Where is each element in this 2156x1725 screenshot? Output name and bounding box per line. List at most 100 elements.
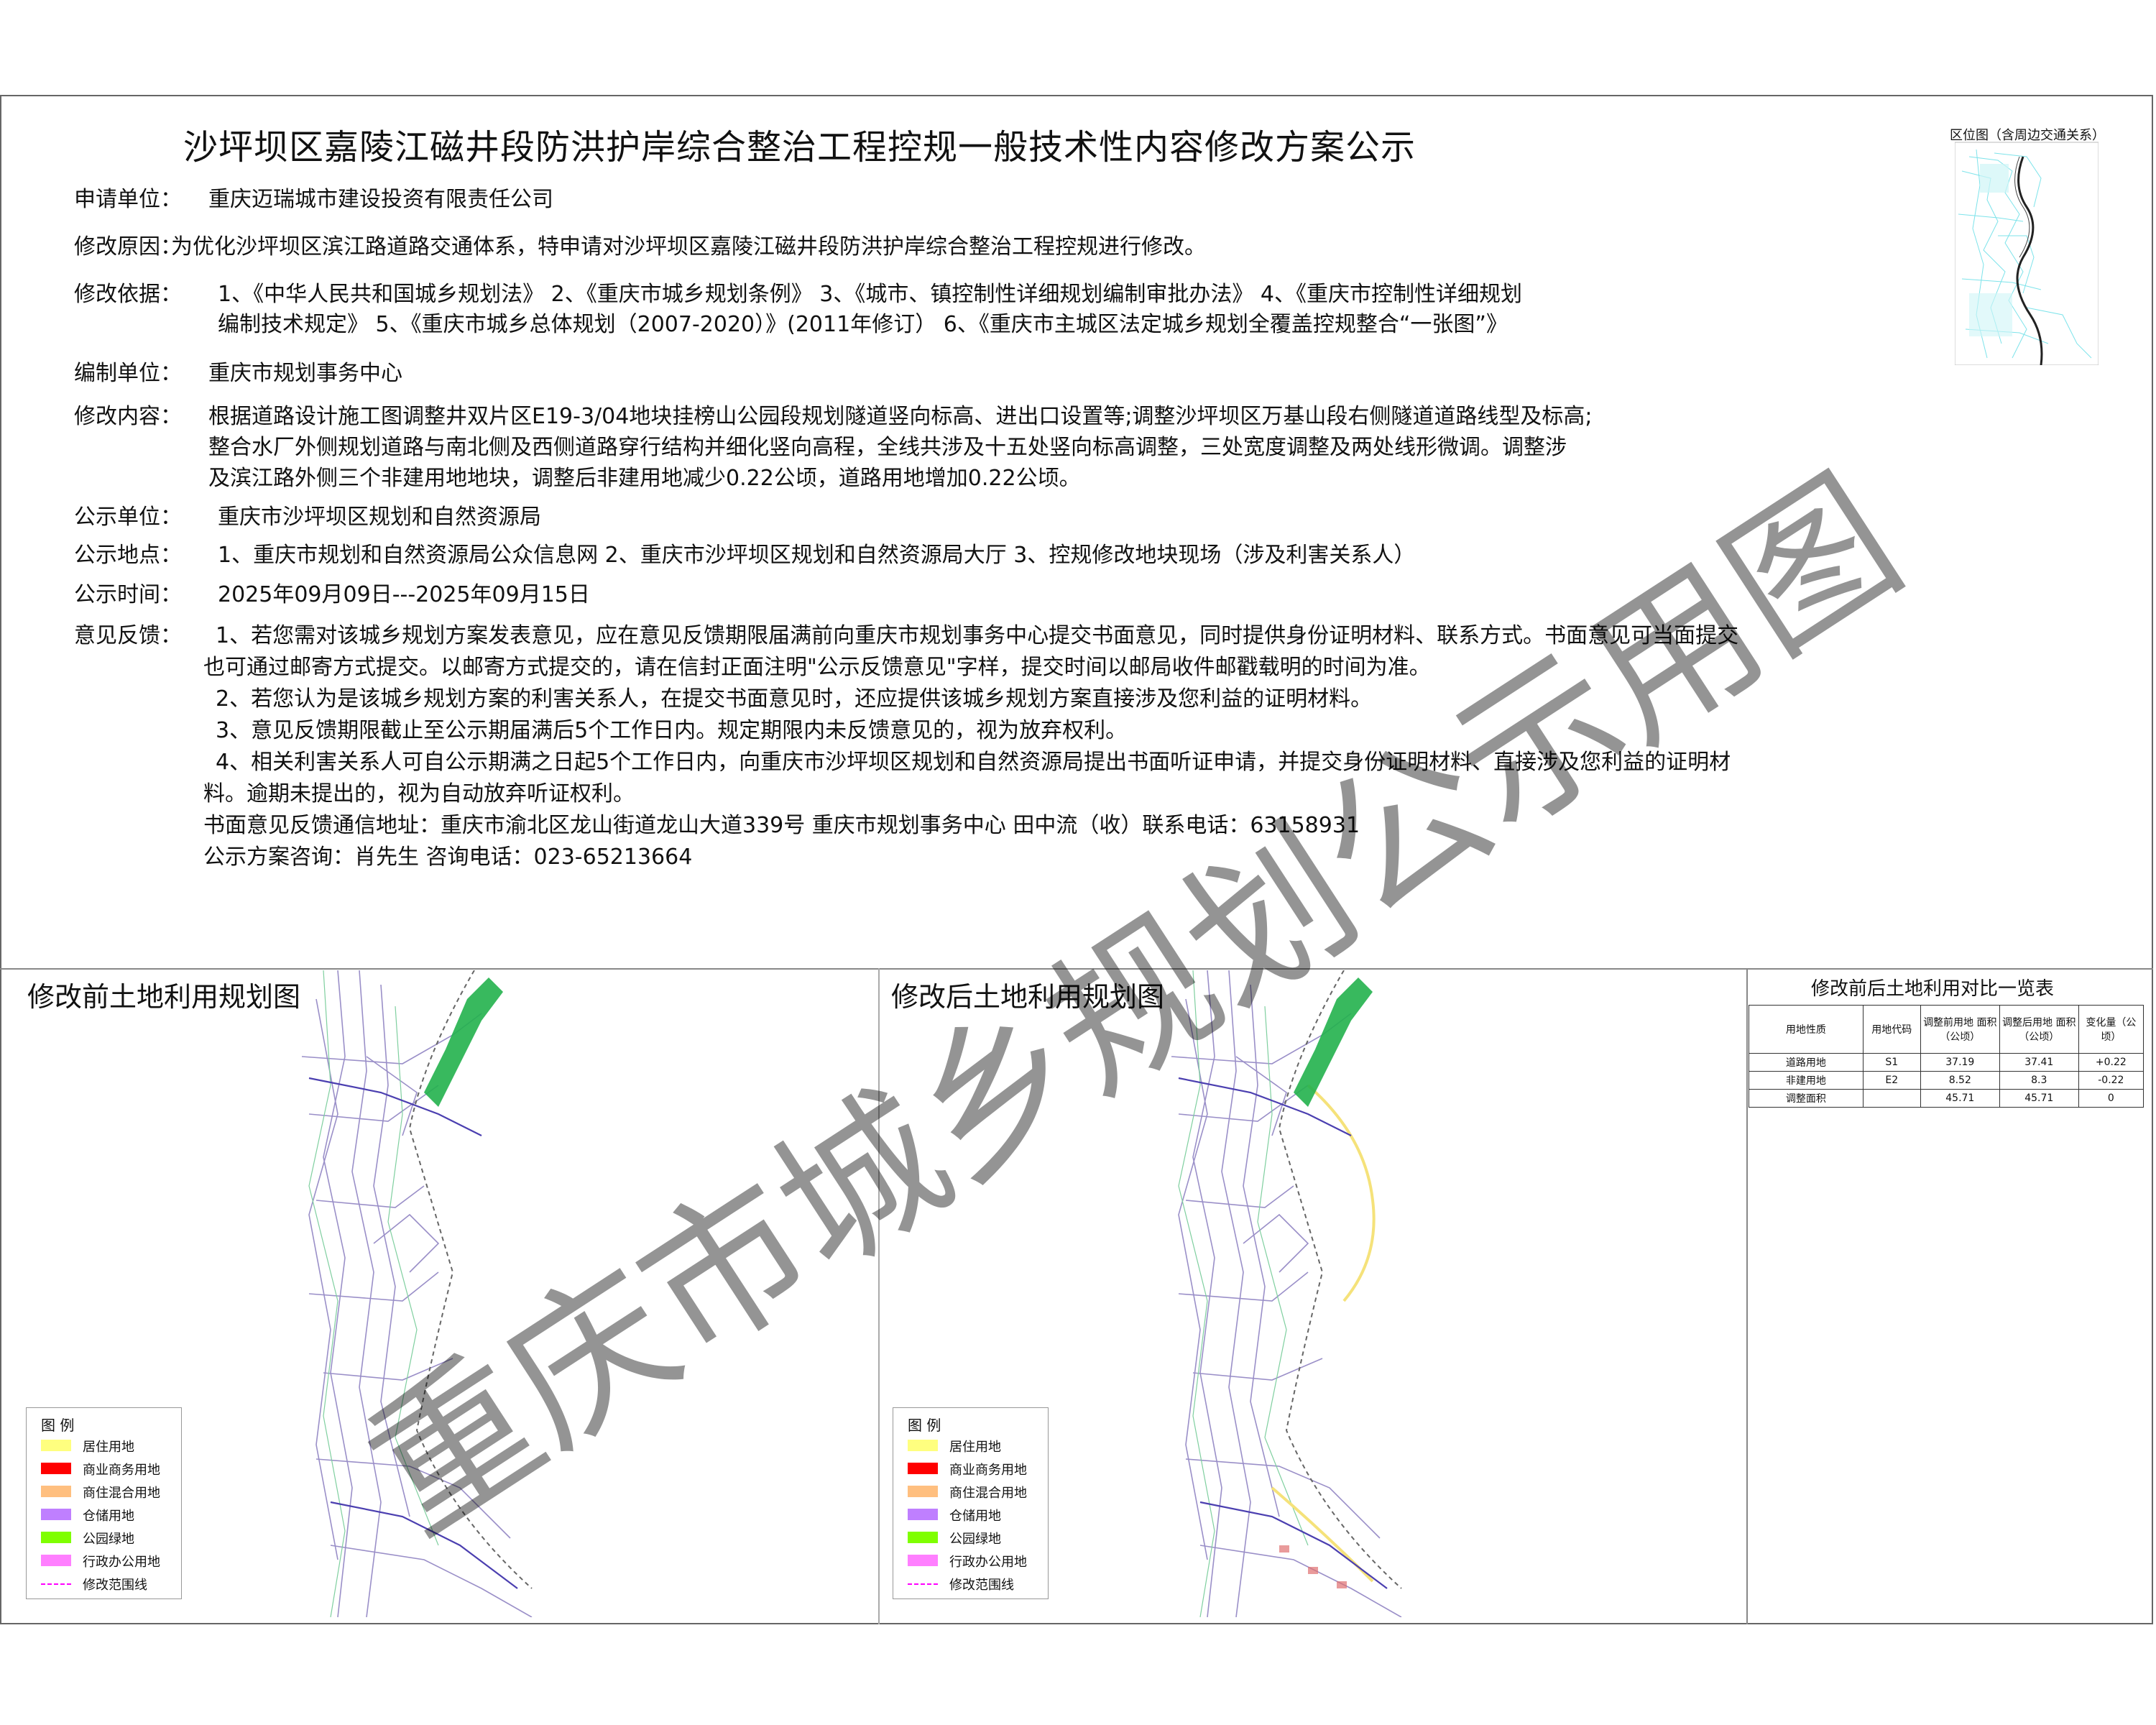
legend-title: 图 例 [41,1417,75,1434]
publisher-label: 公示单位： [74,505,182,530]
legend-label: 行政办公用地 [949,1555,1027,1570]
feedback-p4b: 料。逾期未提出的，视为自动放弃听证权利。 [203,781,635,806]
legend-item: 居住用地 [41,1438,178,1455]
feedback-address: 书面意见反馈通信地址：重庆市渝北区龙山街道龙山大道339号 重庆市规划事务中心 … [203,813,1360,838]
table-row: 非建用地 E2 8.52 8.3 -0.22 [1749,1071,2145,1090]
legend-swatch [908,1583,938,1585]
time-text: 2025年09月09日---2025年09月15日 [218,582,590,607]
table-cell: 45.71 [1920,1089,2000,1108]
comparison-table-title: 修改前后土地利用对比一览表 [1811,978,2055,1000]
panel-divider-right [1746,968,1748,1624]
legend-item: 仓储用地 [41,1507,178,1524]
table-header-row: 用地性质 用地代码 调整前用地 面积（公顷） 调整后用地 面积（公顷） 变化量（… [1749,1005,2145,1054]
time-label: 公示时间： [74,582,182,607]
legend-item: 公园绿地 [908,1530,1044,1547]
feedback-p2: 2、若您认为是该城乡规划方案的利害关系人，在提交书面意见时，还应提供该城乡规划方… [216,686,1373,712]
table-cell: 8.52 [1920,1071,2000,1090]
place-text: 1、重庆市规划和自然资源局公众信息网 2、重庆市沙坪坝区规划和自然资源局大厅 3… [218,543,1416,568]
legend-label: 居住用地 [949,1440,1001,1455]
feedback-p4a: 4、相关利害关系人可自公示期满之日起5个工作日内，向重庆市沙坪坝区规划和自然资源… [216,750,1731,775]
legend-swatch [41,1555,71,1566]
legend-title: 图 例 [908,1417,941,1434]
table-cell: 8.3 [1999,1071,2079,1090]
comparison-table: 用地性质 用地代码 调整前用地 面积（公顷） 调整后用地 面积（公顷） 变化量（… [1749,1005,2145,1108]
table-header: 调整后用地 面积（公顷） [1999,1005,2079,1054]
table-cell: -0.22 [2078,1071,2145,1090]
legend-label: 修改范围线 [949,1578,1014,1593]
legend-label: 商住混合用地 [83,1486,160,1501]
legend-label: 仓储用地 [83,1509,134,1524]
legend-swatch [41,1509,71,1520]
compiler-text: 重庆市规划事务中心 [208,361,402,386]
legend-label: 行政办公用地 [83,1555,160,1570]
after-land-use-map [1171,970,1402,1617]
table-cell: 37.41 [1999,1053,2079,1072]
before-legend: 图 例 居住用地 商业商务用地 商住混合用地 仓储用地 公园绿地 行政办公用地 … [26,1407,182,1599]
legend-swatch [908,1463,938,1474]
legend-label: 居住用地 [83,1440,134,1455]
table-cell: E2 [1862,1071,1921,1090]
legend-swatch [41,1463,71,1474]
legend-swatch [908,1509,938,1520]
page-title: 沙坪坝区嘉陵江磁井段防洪护岸综合整治工程控规一般技术性内容修改方案公示 [183,127,1416,167]
legend-label: 公园绿地 [83,1532,134,1547]
legend-label: 修改范围线 [83,1578,147,1593]
table-header: 调整前用地 面积（公顷） [1920,1005,2000,1054]
applicant-text: 重庆迈瑞城市建设投资有限责任公司 [208,187,553,212]
after-legend: 图 例 居住用地 商业商务用地 商住混合用地 仓储用地 公园绿地 行政办公用地 … [893,1407,1049,1599]
legend-item: 商住混合用地 [908,1484,1044,1501]
table-cell: 道路用地 [1749,1053,1864,1072]
feedback-consult: 公示方案咨询：肖先生 咨询电话：023-65213664 [203,845,693,870]
legend-item: 修改范围线 [41,1576,178,1593]
applicant-label: 申请单位： [74,187,182,212]
feedback-p1b: 也可通过邮寄方式提交。以邮寄方式提交的，请在信封正面注明"公示反馈意见"字样，提… [203,655,1431,680]
legend-swatch [908,1440,938,1451]
legend-label: 公园绿地 [949,1532,1001,1547]
table-header: 用地性质 [1749,1005,1864,1054]
content-line-3: 及滨江路外侧三个非建用地地块，调整后非建用地减少0.22公顷，道路用地增加0.2… [208,466,1081,491]
compiler-label: 编制单位： [74,361,182,386]
table-cell: 45.71 [1999,1089,2079,1108]
legend-item: 修改范围线 [908,1576,1044,1593]
before-land-use-map [301,970,533,1617]
basis-label: 修改依据： [74,282,182,307]
table-cell [1862,1089,1921,1108]
feedback-label: 意见反馈： [74,623,182,648]
notice-sheet [0,95,2153,1624]
legend-swatch [908,1486,938,1497]
legend-swatch [41,1583,71,1585]
basis-line-1: 1、《中华人民共和国城乡规划法》 2、《重庆市城乡规划条例》 3、《城市、镇控制… [218,282,1522,307]
table-cell: 非建用地 [1749,1071,1864,1090]
legend-item: 居住用地 [908,1438,1044,1455]
panel-divider-left [878,968,880,1624]
before-map-title: 修改前土地利用规划图 [27,981,301,1013]
legend-swatch [908,1532,938,1543]
feedback-p3: 3、意见反馈期限截止至公示期届满后5个工作日内。规定期限内未反馈意见的，视为放弃… [216,718,1128,743]
after-map-title: 修改后土地利用规划图 [891,981,1165,1013]
table-row: 调整面积 45.71 45.71 0 [1749,1089,2145,1108]
section-divider [0,968,2153,970]
location-map-title: 区位图（含周边交通关系） [1950,128,2105,143]
table-cell: 0 [2078,1089,2145,1108]
feedback-p1a: 1、若您需对该城乡规划方案发表意见，应在意见反馈期限届满前向重庆市规划事务中心提… [216,623,1739,648]
legend-label: 商业商务用地 [83,1463,160,1478]
legend-swatch [41,1440,71,1451]
location-map [1955,142,2099,365]
legend-item: 行政办公用地 [908,1553,1044,1570]
table-cell: S1 [1862,1053,1921,1072]
legend-label: 仓储用地 [949,1509,1001,1524]
basis-line-2: 编制技术规定》 5、《重庆市城乡总体规划（2007-2020）》(2011年修订… [218,312,1508,337]
legend-label: 商业商务用地 [949,1463,1027,1478]
table-header: 变化量（公顷） [2078,1005,2145,1054]
legend-item: 商业商务用地 [908,1461,1044,1478]
place-label: 公示地点： [74,543,182,568]
legend-item: 公园绿地 [41,1530,178,1547]
legend-swatch [908,1555,938,1566]
table-cell: 37.19 [1920,1053,2000,1072]
legend-item: 商住混合用地 [41,1484,178,1501]
table-row: 道路用地 S1 37.19 37.41 +0.22 [1749,1053,2145,1072]
table-cell: 调整面积 [1749,1089,1864,1108]
legend-item: 仓储用地 [908,1507,1044,1524]
publisher-text: 重庆市沙坪坝区规划和自然资源局 [218,505,541,530]
legend-label: 商住混合用地 [949,1486,1027,1501]
